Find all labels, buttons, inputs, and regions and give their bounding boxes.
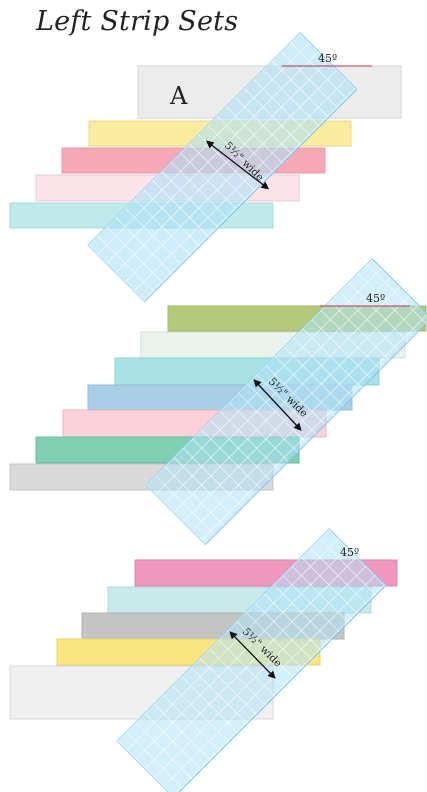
strip-set-1: 45º A 5½" wide [10,33,401,302]
angle-label: 45º [366,292,385,305]
strip-label: A [169,82,188,110]
angle-label: 45º [340,546,359,559]
angle-label: 45º [318,52,337,65]
strip-set-3: 45º 5½" wide [10,529,397,792]
strip-set-2: 45º 5½" wide [10,259,427,545]
